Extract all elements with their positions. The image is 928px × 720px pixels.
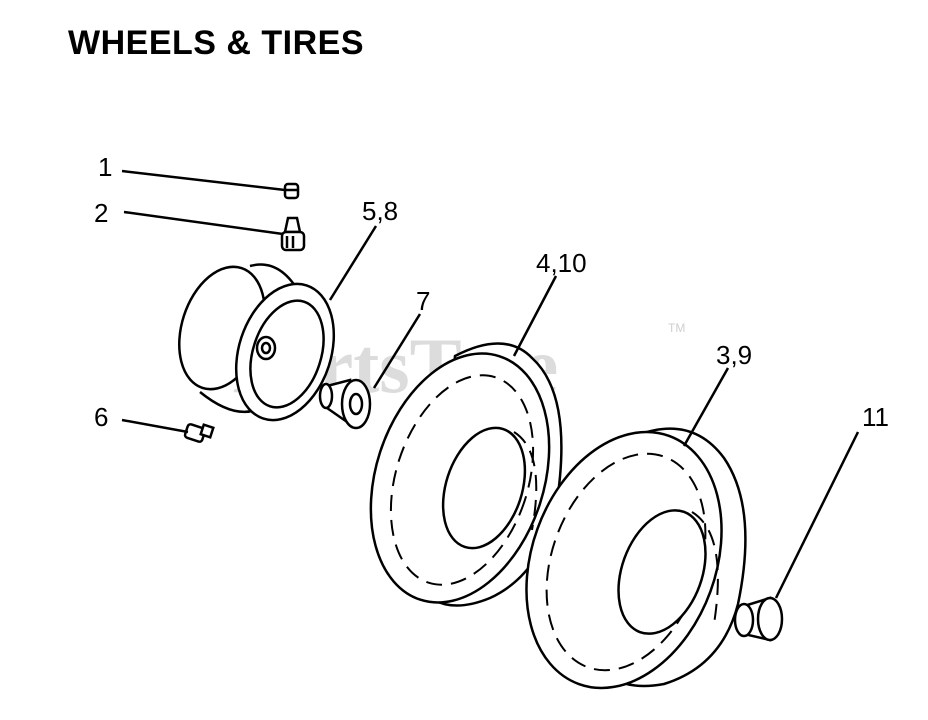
rear-tire-part[interactable] <box>492 404 755 715</box>
wheel-bolt-part[interactable] <box>183 423 215 443</box>
callout-6[interactable]: 6 <box>94 402 108 432</box>
callout-1[interactable]: 1 <box>98 152 112 182</box>
wheel-rim-part[interactable] <box>164 256 350 433</box>
front-tire-part[interactable] <box>341 330 580 625</box>
callout-4-10[interactable]: 4,10 <box>536 248 587 278</box>
bushing-part[interactable] <box>318 378 372 430</box>
leader-line-5-8 <box>328 225 378 301</box>
leader-line-1 <box>121 169 286 192</box>
leader-line-6 <box>121 418 189 434</box>
callout-2[interactable]: 2 <box>94 198 108 228</box>
callout-7[interactable]: 7 <box>416 286 430 316</box>
leader-line-7 <box>372 313 422 389</box>
leader-line-2 <box>123 210 284 236</box>
valve-stem-part[interactable] <box>280 216 306 252</box>
leader-line-11 <box>774 431 860 599</box>
callout-11[interactable]: 11 <box>862 402 889 432</box>
leader-line-4-10 <box>512 275 558 357</box>
watermark-tm: TM <box>668 321 685 335</box>
callout-3-9[interactable]: 3,9 <box>716 340 752 370</box>
valve-cap-part[interactable] <box>283 182 300 200</box>
leader-line-3-9 <box>682 367 730 447</box>
page-title: WHEELS & TIRES <box>68 24 365 62</box>
hub-cap-part[interactable] <box>733 596 784 642</box>
callout-5-8[interactable]: 5,8 <box>362 196 398 226</box>
